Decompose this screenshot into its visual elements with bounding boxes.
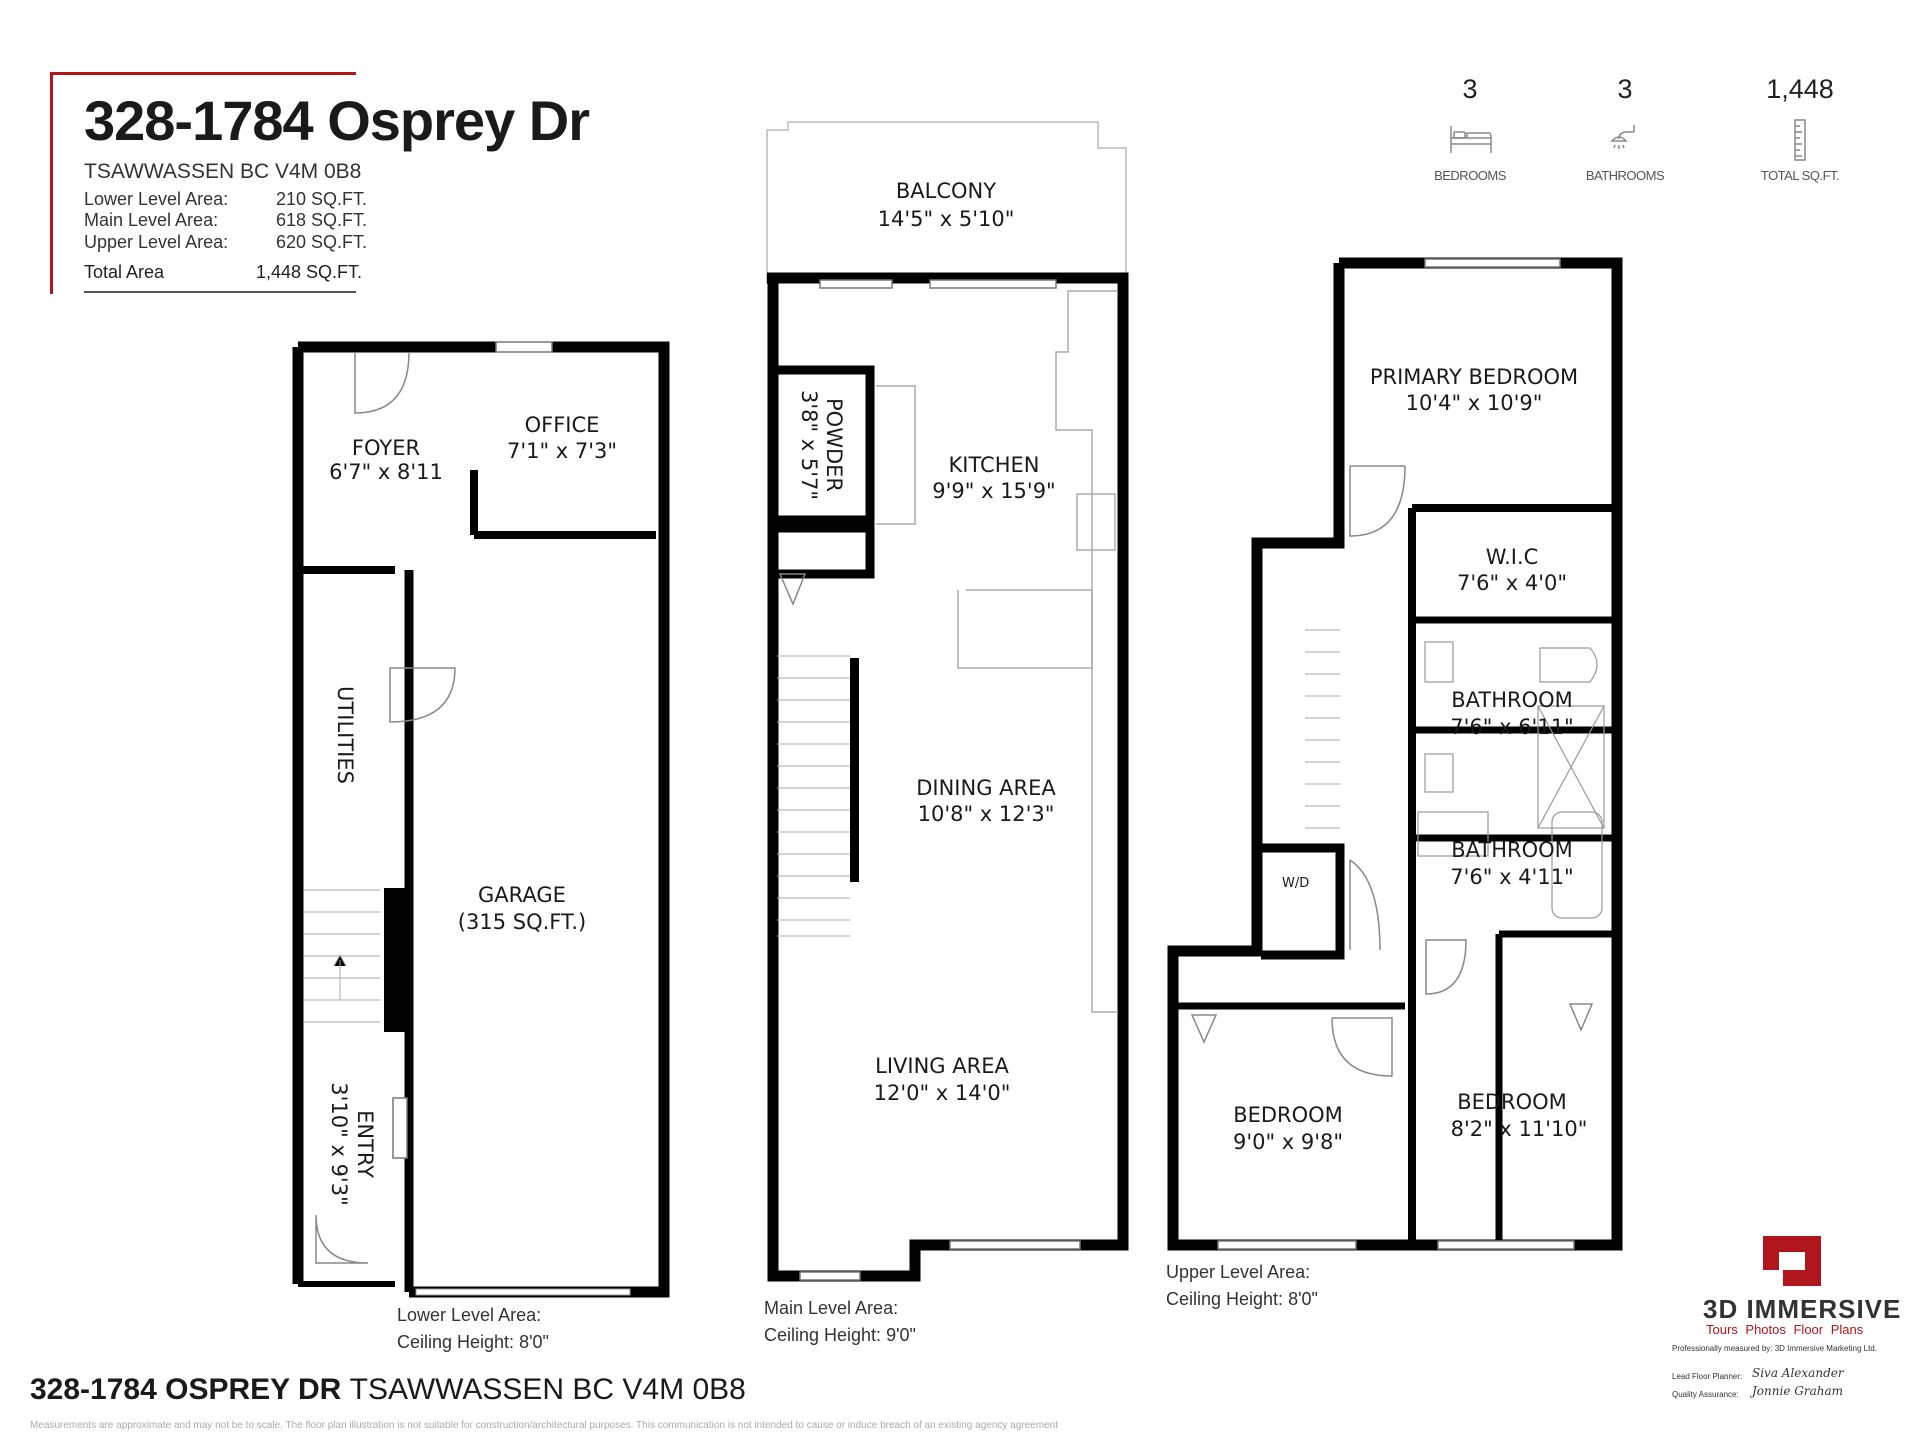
page-title: 328-1784 Osprey Dr bbox=[84, 89, 590, 152]
room-foyer-dims: 6'7" x 8'11 bbox=[329, 460, 443, 484]
room-wic-dims: 7'6" x 4'0" bbox=[1457, 571, 1567, 595]
stat-sqft-label: TOTAL SQ.FT. bbox=[1760, 168, 1840, 183]
room-powder-dims: 3'8" x 5'7" bbox=[797, 390, 821, 500]
shower-icon bbox=[1610, 125, 1635, 149]
upper-level-plan bbox=[1167, 257, 1623, 1251]
stat-bathrooms-value: 3 bbox=[1617, 74, 1633, 104]
room-garage-dims: (315 SQ.FT.) bbox=[458, 910, 586, 934]
room-office-name: OFFICE bbox=[525, 413, 600, 437]
header-accent-horizontal bbox=[50, 72, 356, 75]
upper-level-ceiling: Ceiling Height: 8'0" bbox=[1166, 1289, 1318, 1309]
room-kitchen-dims: 9'9" x 15'9" bbox=[932, 479, 1055, 503]
total-area-value: 1,448 SQ.FT. bbox=[256, 262, 363, 282]
stat-bathrooms-label: BATHROOMS bbox=[1585, 168, 1665, 183]
ruler-icon bbox=[1794, 119, 1806, 161]
brand-tagline: Tours Photos Floor Plans bbox=[1706, 1322, 1864, 1337]
room-living-name: LIVING AREA bbox=[875, 1054, 1009, 1078]
room-bath1-dims: 7'6" x 6'11" bbox=[1450, 715, 1573, 739]
lower-level-area-label: Lower Level Area: bbox=[397, 1305, 542, 1325]
room-wic-name: W.I.C bbox=[1486, 545, 1539, 569]
room-bed2-dims: 9'0" x 9'8" bbox=[1233, 1130, 1343, 1154]
qa-signature: Jonnie Graham bbox=[1752, 1384, 1843, 1398]
room-living-dims: 12'0" x 14'0" bbox=[874, 1081, 1011, 1105]
room-primary-name: PRIMARY BEDROOM bbox=[1370, 365, 1578, 389]
room-entry-name: ENTRY bbox=[353, 1110, 377, 1178]
footer-address-rest: TSAWWASSEN BC V4M 0B8 bbox=[349, 1373, 746, 1406]
room-garage-name: GARAGE bbox=[478, 883, 566, 907]
room-balcony-name: BALCONY bbox=[896, 179, 996, 203]
room-bed3-name: BEDROOM bbox=[1457, 1090, 1567, 1114]
upper-level-area-label: Upper Level Area: bbox=[1166, 1262, 1311, 1282]
lead-planner-signature: Siva Alexander bbox=[1752, 1366, 1844, 1380]
header-rule bbox=[84, 291, 356, 293]
main-level-caption: Main Level Area: Ceiling Height: 9'0" bbox=[764, 1295, 916, 1349]
area-value-upper: 620 SQ.FT. bbox=[276, 232, 368, 252]
area-label-lower: Lower Level Area: bbox=[84, 189, 229, 209]
room-bath2-name: BATHROOM bbox=[1451, 838, 1573, 862]
footer-address-bold: 328-1784 OSPREY DR bbox=[30, 1373, 342, 1406]
total-area-label: Total Area bbox=[84, 262, 165, 282]
city-line: TSAWWASSEN BC V4M 0B8 bbox=[84, 160, 362, 183]
stat-bedrooms-value: 3 bbox=[1462, 74, 1478, 104]
footer-address: 328-1784 OSPREY DR TSAWWASSEN BC V4M 0B8 bbox=[30, 1373, 746, 1407]
bed-icon bbox=[1450, 126, 1492, 153]
stat-bedrooms-label: BEDROOMS bbox=[1434, 168, 1506, 183]
brand-logo-icon bbox=[1763, 1236, 1821, 1286]
room-bed3-dims: 8'2" x 11'10" bbox=[1451, 1117, 1588, 1141]
area-value-lower: 210 SQ.FT. bbox=[276, 189, 368, 209]
room-entry-dims: 3'10" x 9'3" bbox=[327, 1082, 351, 1205]
area-value-main: 618 SQ.FT. bbox=[276, 210, 368, 230]
main-level-plan bbox=[766, 121, 1129, 1282]
lead-planner-label: Lead Floor Planner: bbox=[1672, 1372, 1743, 1381]
main-level-area-label: Main Level Area: bbox=[764, 1298, 899, 1318]
lower-level-ceiling: Ceiling Height: 8'0" bbox=[397, 1332, 549, 1352]
lower-level-plan bbox=[292, 341, 670, 1298]
qa-label: Quality Assurance: bbox=[1672, 1390, 1739, 1399]
room-wd-name: W/D bbox=[1282, 876, 1309, 891]
room-bed2-name: BEDROOM bbox=[1233, 1103, 1343, 1127]
footer-disclaimer: Measurements are approximate and may not… bbox=[30, 1420, 1058, 1431]
main-level-ceiling: Ceiling Height: 9'0" bbox=[764, 1325, 916, 1345]
room-bath2-dims: 7'6" x 4'11" bbox=[1450, 865, 1573, 889]
stat-sqft-value: 1,448 bbox=[1766, 74, 1834, 104]
room-primary-dims: 10'4" x 10'9" bbox=[1406, 391, 1543, 415]
room-utilities-name: UTILITIES bbox=[333, 686, 357, 784]
room-foyer-name: FOYER bbox=[352, 436, 420, 460]
room-dining-dims: 10'8" x 12'3" bbox=[918, 802, 1055, 826]
room-dining-name: DINING AREA bbox=[916, 776, 1056, 800]
header-accent-vertical bbox=[50, 72, 53, 294]
room-balcony-dims: 14'5" x 5'10" bbox=[878, 207, 1015, 231]
upper-level-caption: Upper Level Area: Ceiling Height: 8'0" bbox=[1166, 1259, 1318, 1313]
room-office-dims: 7'1" x 7'3" bbox=[507, 439, 617, 463]
room-kitchen-name: KITCHEN bbox=[949, 453, 1040, 477]
room-bath1-name: BATHROOM bbox=[1451, 688, 1573, 712]
area-label-main: Main Level Area: bbox=[84, 210, 219, 230]
room-powder-name: POWDER bbox=[822, 398, 846, 492]
lower-level-caption: Lower Level Area: Ceiling Height: 8'0" bbox=[397, 1302, 549, 1356]
brand-name: 3D IMMERSIVE bbox=[1703, 1294, 1902, 1324]
brand-measured-by: Professionally measured by: 3D Immersive… bbox=[1672, 1344, 1877, 1353]
area-label-upper: Upper Level Area: bbox=[84, 232, 229, 252]
